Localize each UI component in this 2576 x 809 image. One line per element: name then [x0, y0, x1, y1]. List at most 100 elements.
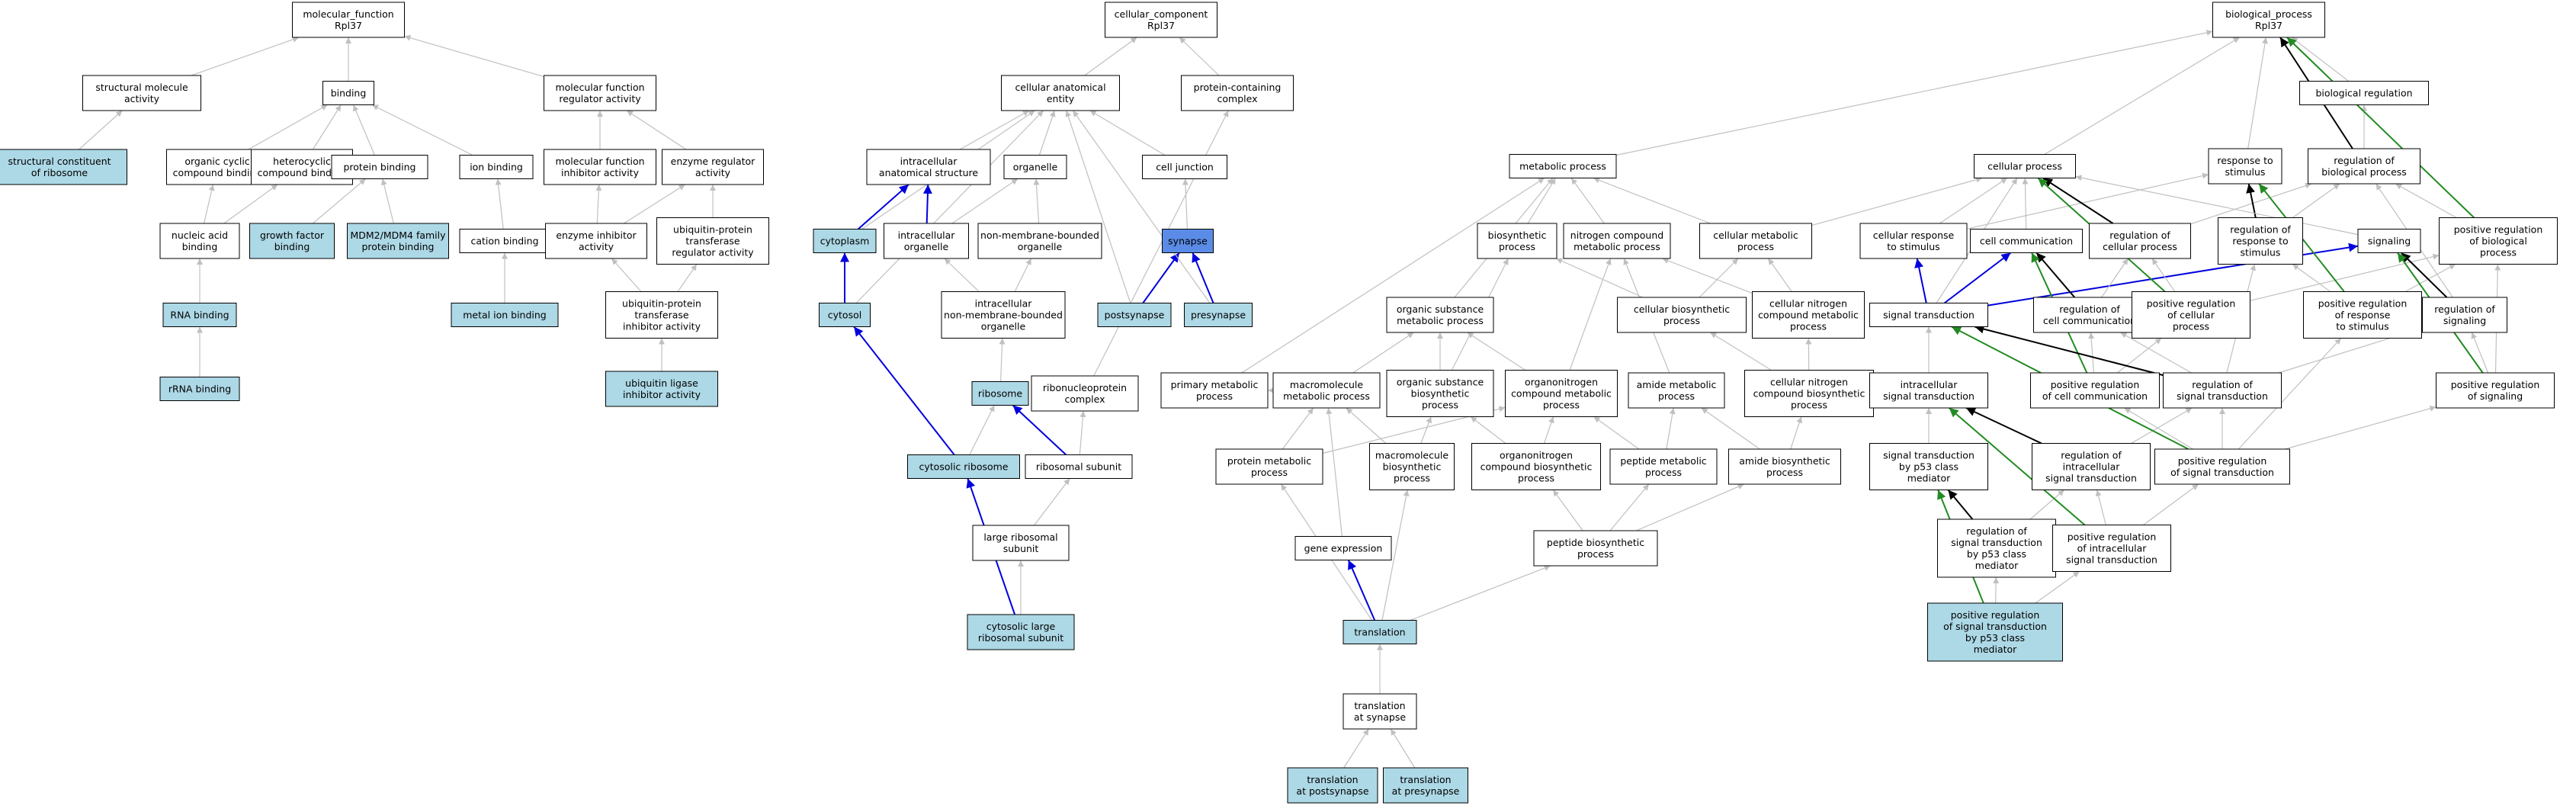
node-label-line: process	[1251, 467, 1288, 478]
go-term-node-metal-bind[interactable]: metal ion binding	[451, 303, 559, 327]
go-term-node-translation[interactable]: translation	[1343, 620, 1417, 644]
go-term-node-binding[interactable]: binding	[322, 81, 374, 105]
node-box	[1105, 2, 1217, 38]
go-term-node-ribsub[interactable]: ribosomal subunit	[1025, 454, 1133, 479]
go-term-node-rna-bind[interactable]: RNA binding	[162, 303, 237, 327]
go-term-node-cytosol[interactable]: cytosol	[819, 303, 871, 327]
go-term-node-postsyn[interactable]: postsynapse	[1097, 303, 1172, 327]
go-term-node-presyn[interactable]: presynapse	[1184, 303, 1253, 327]
go-term-node-geneexp[interactable]: gene expression	[1294, 536, 1392, 560]
go-term-node-signaling[interactable]: signaling	[2357, 229, 2421, 253]
go-term-node-bioreg[interactable]: biological regulation	[2299, 81, 2429, 105]
go-term-node-cytorib[interactable]: cytosolic ribosome	[907, 454, 1020, 479]
go-term-node-cat-bind[interactable]: cation binding	[459, 229, 550, 253]
node-label-line: cellular nitrogen	[1769, 298, 1847, 310]
go-term-node-cytoplasm[interactable]: cytoplasm	[813, 229, 877, 253]
go-term-node-cellproc[interactable]: cellular process	[1974, 154, 2076, 178]
go-term-node-celljunc[interactable]: cell junction	[1142, 155, 1227, 179]
go-term-node-organelle[interactable]: organelle	[1003, 155, 1067, 179]
go-term-node-metab[interactable]: metabolic process	[1509, 154, 1617, 178]
node-box	[331, 155, 428, 179]
go-term-node-prot-bind[interactable]: protein binding	[331, 155, 428, 179]
go-term-node-cellcomm[interactable]: cell communication	[1970, 229, 2083, 253]
go-term-node-rrna-bind[interactable]: rRNA binding	[159, 377, 240, 401]
go-term-node-ribosome[interactable]: ribosome	[971, 381, 1029, 406]
go-term-node-sigtrans[interactable]: signal transduction	[1869, 303, 1988, 327]
node-label: cellular process	[1987, 161, 2062, 172]
go-term-node-synapse[interactable]: synapse	[1162, 229, 1214, 253]
node-label-line: response to	[2217, 155, 2273, 166]
go-term-node-ion-bind[interactable]: ion binding	[459, 155, 534, 179]
